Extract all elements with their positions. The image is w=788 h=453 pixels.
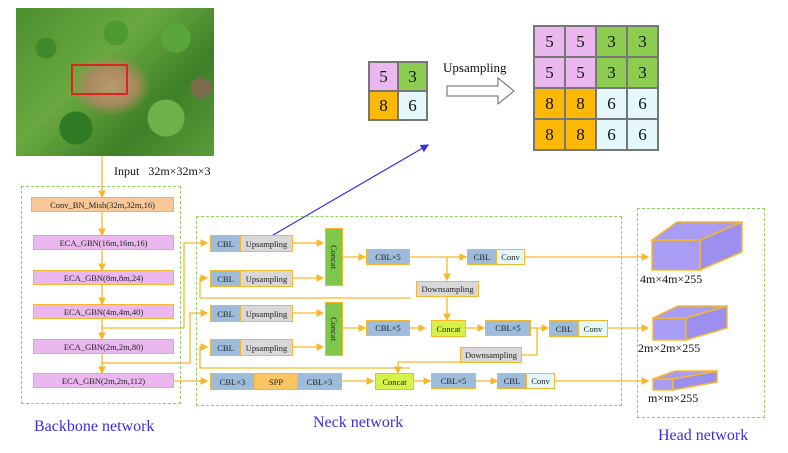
- backbone-block-eca-5: ECA_GBN(2m,2m,112): [33, 373, 174, 388]
- neck-out-cbl-2: CBL: [549, 320, 579, 337]
- input-photo: [16, 8, 214, 156]
- neck-upsampling-1: Upsampling: [240, 235, 293, 252]
- backbone-section: [21, 186, 181, 404]
- neck-upsampling-3: Upsampling: [240, 305, 293, 322]
- neck-spp: SPP: [254, 373, 298, 390]
- neck-out-conv-2: Conv: [578, 320, 608, 337]
- head-output-2: 2m×2m×255: [638, 341, 701, 355]
- neck-concat-1: Concat: [431, 320, 466, 337]
- neck-title: Neck network: [313, 414, 404, 431]
- small-map-cell: 3: [398, 62, 427, 91]
- large-map-cell: 6: [596, 88, 627, 119]
- neck-out-cbl-3: CBL: [497, 373, 527, 389]
- neck-out-cbl-1: CBL: [467, 249, 497, 265]
- large-map-cell: 5: [534, 26, 565, 57]
- neck-out-conv-3: Conv: [526, 373, 555, 389]
- input-label-text: Input: [114, 164, 140, 178]
- large-map-cell: 8: [565, 88, 596, 119]
- small-map-cell: 5: [369, 62, 398, 91]
- large-map-cell: 6: [596, 119, 627, 150]
- neck-cbl-1: CBL: [210, 235, 241, 252]
- neck-cbl5-3: CBL×5: [485, 320, 531, 336]
- neck-upsampling-2: Upsampling: [240, 270, 293, 287]
- backbone-title: Backbone network: [34, 418, 155, 435]
- input-shape: 32m×32m×3: [148, 164, 211, 178]
- small-map-cell: 8: [369, 91, 398, 120]
- neck-concat-vertical-1: Concat: [325, 228, 343, 286]
- upsampling-example-label: Upsampling: [443, 60, 507, 75]
- small-map-cell: 6: [398, 91, 427, 120]
- neck-cbl3-right: CBL×3: [297, 373, 342, 390]
- backbone-block-eca-3: ECA_GBN(4m,4m,40): [33, 304, 174, 319]
- large-map-cell: 5: [565, 26, 596, 57]
- neck-concat-2: Concat: [375, 373, 414, 390]
- large-map-cell: 6: [627, 119, 658, 150]
- large-map-cell: 6: [627, 88, 658, 119]
- head-output-1: 4m×4m×255: [640, 272, 703, 286]
- large-map-cell: 8: [565, 119, 596, 150]
- backbone-block-eca-2: ECA_GBN(8m,8m,24): [33, 270, 174, 285]
- neck-downsampling-1: Downsampling: [416, 281, 479, 297]
- large-map-cell: 5: [534, 57, 565, 88]
- region-of-interest-box: [71, 64, 128, 95]
- head-section: [637, 208, 765, 418]
- large-map-cell: 3: [596, 57, 627, 88]
- backbone-block-conv-bn-mish: Conv_BN_Mish(32m,32m,16): [31, 197, 174, 212]
- backbone-block-eca-4: ECA_GBN(2m,2m,80): [33, 339, 174, 354]
- large-map-cell: 5: [565, 57, 596, 88]
- large-map-cell: 3: [627, 57, 658, 88]
- neck-section: [196, 216, 622, 406]
- large-map-cell: 3: [596, 26, 627, 57]
- large-map-cell: 8: [534, 88, 565, 119]
- neck-cbl-3: CBL: [210, 305, 241, 322]
- neck-cbl5-2: CBL×5: [366, 320, 410, 336]
- large-map-cell: 3: [627, 26, 658, 57]
- neck-upsampling-4: Upsampling: [240, 339, 293, 356]
- neck-downsampling-2: Downsampling: [460, 347, 522, 363]
- large-map-cell: 8: [534, 119, 565, 150]
- neck-out-conv-1: Conv: [496, 249, 525, 265]
- neck-cbl3-left: CBL×3: [210, 373, 255, 390]
- neck-cbl5-1: CBL×5: [366, 249, 410, 265]
- neck-cbl5-4: CBL×5: [431, 373, 476, 389]
- neck-concat-vertical-2: Concat: [325, 302, 343, 356]
- neck-cbl-4: CBL: [210, 339, 241, 356]
- head-title: Head network: [658, 427, 749, 444]
- neck-cbl-2: CBL: [210, 270, 241, 287]
- backbone-block-eca-1: ECA_GBN(16m,16m,16): [33, 235, 174, 250]
- input-label: Input 32m×32m×3: [114, 164, 211, 179]
- head-output-3: m×m×255: [648, 391, 699, 405]
